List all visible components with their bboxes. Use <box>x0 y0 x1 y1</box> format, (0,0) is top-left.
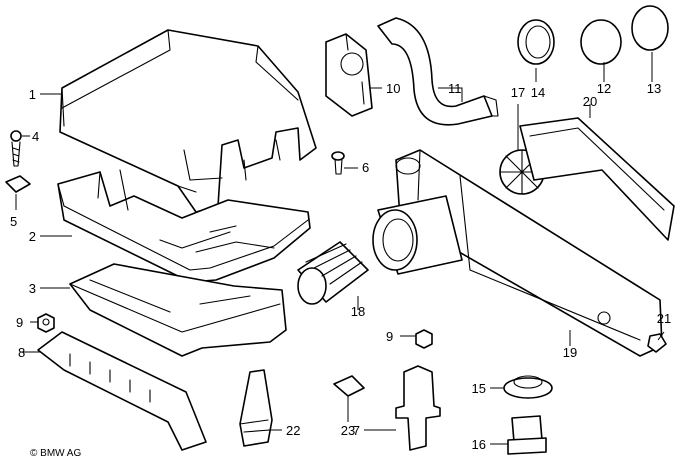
mounting-bracket-10 <box>325 33 373 117</box>
callout-5: 5 <box>10 214 17 229</box>
callout-1: 1 <box>29 87 36 102</box>
callout-16: 16 <box>472 437 486 452</box>
intake-tube <box>372 195 463 275</box>
callout-22: 22 <box>286 423 300 438</box>
housing-tray <box>57 169 311 283</box>
bellows-18 <box>297 241 369 305</box>
callout-23: 23 <box>341 423 355 438</box>
leader-lines <box>15 52 665 445</box>
hose-11 <box>377 17 499 126</box>
callout-labels: 1 2 3 4 5 6 7 8 9 9 10 11 12 13 14 15 16… <box>10 81 671 452</box>
clip-23 <box>333 375 365 397</box>
nut-21 <box>647 333 667 353</box>
gasket-20 <box>519 117 675 241</box>
clip-nut-5 <box>5 175 31 193</box>
callout-14: 14 <box>531 85 545 100</box>
callout-12: 12 <box>597 81 611 96</box>
callout-9-left: 9 <box>16 315 23 330</box>
housing-lower-shell <box>69 263 287 357</box>
callout-20: 20 <box>583 94 597 109</box>
screw-4 <box>10 130 22 167</box>
callout-17: 17 <box>511 85 525 100</box>
copyright-notice: © BMW AG <box>30 448 81 459</box>
callout-13: 13 <box>647 81 661 96</box>
cap-13 <box>631 5 669 51</box>
callout-10: 10 <box>386 81 400 96</box>
bracket-7 <box>395 365 441 451</box>
callout-6: 6 <box>362 160 369 175</box>
callout-8: 8 <box>18 345 25 360</box>
callout-7: 7 <box>353 423 360 438</box>
callout-2: 2 <box>29 229 36 244</box>
switch-16 <box>507 415 547 455</box>
cap-12 <box>580 19 622 65</box>
housing-cover <box>59 29 317 213</box>
mounting-strip-8 <box>37 331 207 451</box>
callout-3: 3 <box>29 281 36 296</box>
callout-11: 11 <box>448 81 462 96</box>
ring-14 <box>517 19 555 65</box>
callout-9-middle: 9 <box>386 329 393 344</box>
grommet-15 <box>503 375 553 399</box>
nut-9-middle <box>415 329 433 349</box>
nut-9-left <box>37 313 55 333</box>
screw-6 <box>331 151 345 175</box>
callout-15: 15 <box>472 381 486 396</box>
sensor-22 <box>239 369 273 447</box>
callout-18: 18 <box>351 304 365 319</box>
callout-21: 21 <box>657 311 671 326</box>
callout-19: 19 <box>563 345 577 360</box>
callout-4: 4 <box>32 129 39 144</box>
